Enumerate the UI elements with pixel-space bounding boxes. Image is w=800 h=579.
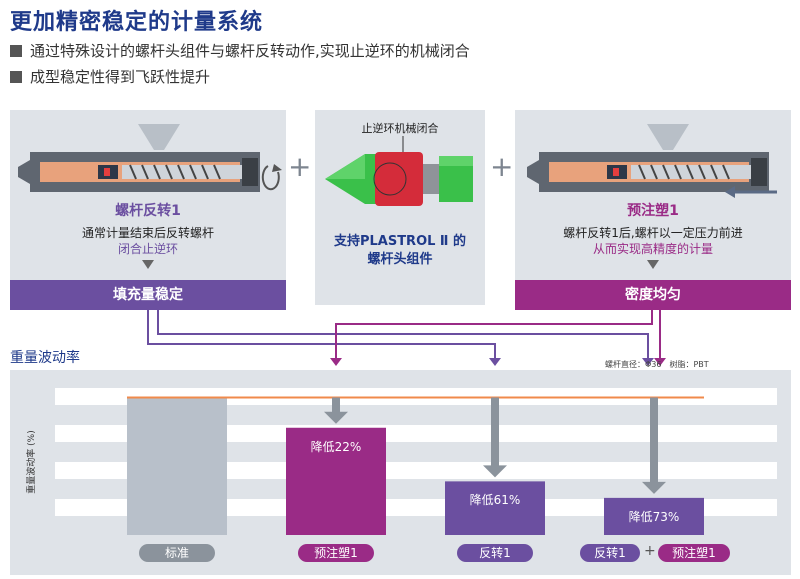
callout-label: 止逆环机械闭合 (361, 122, 439, 135)
category-label: 标准 (139, 544, 215, 562)
panel-caption: 螺杆反转1 (115, 203, 181, 219)
result-bar: 填充量稳定 (10, 280, 286, 310)
down-arrow-icon (142, 260, 154, 269)
down-arrow-icon (483, 465, 507, 478)
down-arrow-icon (642, 481, 666, 494)
category-label: 反转1 (457, 544, 533, 562)
reduction-arrow-shaft (650, 397, 658, 484)
bar-annotation: 降低73% (628, 509, 680, 524)
plus-icon: + (490, 150, 514, 183)
down-arrow-icon (324, 411, 348, 424)
bar-annotation: 降低61% (469, 493, 521, 508)
screw-head-illustration (325, 136, 473, 206)
page-title: 更加精密稳定的计量系统 (10, 10, 264, 35)
category-label: 预注塑1 (658, 544, 730, 562)
panel-text-line2: 螺杆头组件 (367, 252, 433, 267)
chart-bar (127, 397, 227, 535)
y-axis-label: 重量波动率 (%) (25, 430, 37, 493)
screw-reverse-illustration (18, 124, 282, 192)
connector-lines (147, 310, 666, 366)
panel-screw-reverse: 螺杆反转1 通常计量结束后反转螺杆 闭合止逆环 填充量稳定 (10, 110, 286, 310)
bullet-1: 通过特殊设计的螺杆头组件与螺杆反转动作,实现止逆环的机械闭合 (10, 40, 470, 61)
panel-text-line1: 支持PLASTROL Ⅱ 的 (333, 234, 467, 249)
result-bar: 密度均匀 (515, 280, 791, 310)
panel-text-line1: 螺杆反转1后,螺杆以一定压力前进 (563, 226, 743, 240)
reduction-arrow-shaft (491, 397, 499, 468)
panel-text-line2: 闭合止逆环 (117, 242, 178, 256)
down-arrow-icon (647, 260, 659, 269)
spec-note: 螺杆直径：Φ36 树脂：PBT (605, 360, 709, 369)
bullet-square-icon (10, 70, 22, 83)
panel-text-line2: 从而实现高精度的计量 (592, 242, 713, 256)
chart-section-title: 重量波动率 (10, 350, 80, 366)
bar-annotation: 降低22% (310, 439, 362, 454)
pre-injection-illustration (527, 124, 777, 198)
chart-bar (286, 427, 386, 535)
weight-fluctuation-chart: 重量波动率 (%) (25, 388, 777, 535)
bullet-text: 通过特殊设计的螺杆头组件与螺杆反转动作,实现止逆环的机械闭合 (30, 42, 470, 60)
chart-bar (445, 481, 545, 535)
category-label: 预注塑1 (298, 544, 374, 562)
bullet-2: 成型稳定性得到飞跃性提升 (10, 66, 210, 87)
chart-bar (604, 497, 704, 535)
plus-icon: + (288, 150, 312, 183)
panel-text-line1: 通常计量结束后反转螺杆 (81, 226, 214, 240)
panel-caption: 预注塑1 (627, 203, 679, 219)
bullet-square-icon (10, 44, 22, 57)
plus-icon: + (644, 543, 656, 559)
panel-pre-injection: 预注塑1 螺杆反转1后,螺杆以一定压力前进 从而实现高精度的计量 密度均匀 (515, 110, 791, 310)
bullet-text: 成型稳定性得到飞跃性提升 (30, 68, 211, 86)
reduction-arrow-shaft (332, 397, 340, 414)
category-label: 反转1 (580, 544, 640, 562)
panel-screw-head: 止逆环机械闭合 支持PLASTROL Ⅱ 的 螺杆头组件 (315, 110, 485, 305)
